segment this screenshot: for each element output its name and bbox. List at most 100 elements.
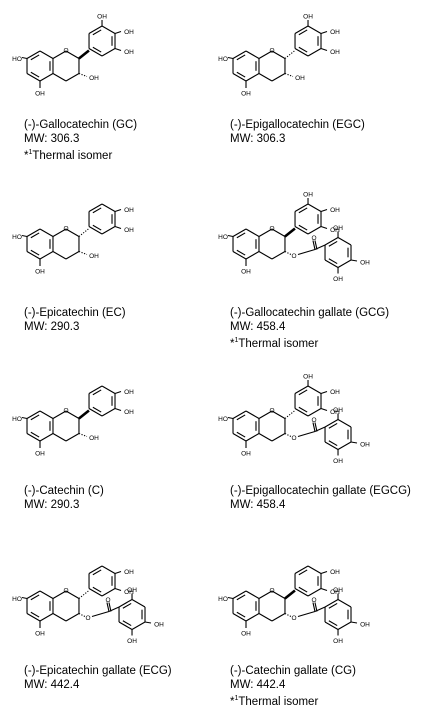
- bond: [271, 73, 286, 82]
- bond: [232, 590, 247, 599]
- double-bond: [298, 406, 308, 413]
- bond: [21, 234, 28, 238]
- double-bond: [30, 54, 40, 61]
- double-bond: [298, 586, 308, 593]
- bond: [320, 587, 328, 592]
- double-bond: [236, 232, 246, 239]
- atom-label: OH: [333, 458, 343, 465]
- double-bond: [298, 207, 308, 214]
- bond: [114, 208, 122, 213]
- bond: [78, 49, 90, 60]
- atom-label: O: [311, 597, 316, 604]
- bond: [52, 613, 67, 622]
- bond: [101, 226, 116, 235]
- atom-label: OH: [124, 227, 134, 234]
- bond: [65, 228, 80, 237]
- bond: [101, 385, 116, 394]
- bond: [271, 251, 286, 260]
- bond: [320, 390, 328, 395]
- bond: [284, 433, 292, 437]
- bond: [258, 73, 273, 82]
- bond: [101, 565, 116, 574]
- bond: [88, 25, 103, 34]
- double-bond: [30, 232, 40, 239]
- atom-label: OH: [127, 587, 137, 594]
- double-bond: [92, 224, 102, 231]
- atom-label: OH: [330, 207, 340, 214]
- bond: [232, 433, 247, 442]
- bond: [245, 228, 260, 237]
- bond: [245, 73, 260, 82]
- atom-label: OH: [360, 441, 370, 448]
- atom-label: OH: [89, 253, 99, 260]
- molecular-weight: MW: 306.3: [24, 133, 80, 145]
- atom-label: OH: [35, 630, 45, 637]
- bond: [307, 25, 322, 34]
- double-bond: [122, 602, 132, 609]
- bond: [39, 613, 54, 622]
- bond: [52, 251, 67, 260]
- bond: [324, 237, 339, 246]
- double-bond: [328, 440, 338, 447]
- bond: [52, 590, 67, 599]
- bond: [271, 433, 286, 442]
- compound-name: (-)-Gallocatechin gallate (GCG): [230, 307, 390, 319]
- bond: [106, 602, 110, 612]
- bond: [101, 203, 116, 212]
- double-bond: [236, 431, 246, 438]
- bond: [114, 225, 122, 230]
- bond: [232, 251, 247, 260]
- atom-label: O: [63, 225, 68, 232]
- double-bond: [298, 389, 308, 396]
- compound-name: (-)-Catechin gallate (CG): [230, 665, 356, 677]
- atom-label: OH: [360, 621, 370, 628]
- bond: [284, 410, 296, 419]
- double-bond: [298, 29, 308, 36]
- bond: [26, 251, 41, 260]
- bond: [245, 433, 260, 442]
- bond: [26, 410, 41, 419]
- bond: [294, 408, 309, 417]
- bond: [258, 433, 273, 442]
- double-bond: [30, 249, 40, 256]
- atom-label: HO: [218, 596, 228, 603]
- bond: [26, 228, 41, 237]
- bond: [65, 50, 80, 59]
- bond: [108, 606, 120, 613]
- atom-label: OH: [333, 638, 343, 645]
- bond: [78, 72, 88, 78]
- thermal-isomer-note: *1Thermal isomer: [24, 149, 113, 162]
- bond: [258, 228, 273, 237]
- atom-label: OH: [124, 49, 134, 56]
- compound-name: (-)-Epicatechin gallate (ECG): [24, 665, 172, 677]
- atom-label: OH: [124, 389, 134, 396]
- bond: [294, 48, 309, 57]
- bond: [21, 596, 28, 600]
- bond: [337, 237, 352, 246]
- atom-label: OH: [360, 259, 370, 266]
- bond: [314, 244, 326, 251]
- atom-label: OH: [330, 227, 340, 234]
- bond: [294, 203, 309, 212]
- bond: [271, 613, 286, 622]
- bond: [131, 621, 146, 630]
- atom-label: OH: [330, 589, 340, 596]
- atom-label: O: [105, 597, 110, 604]
- double-bond: [92, 586, 102, 593]
- bond: [294, 226, 309, 235]
- bond: [101, 48, 116, 57]
- atom-label: OH: [241, 268, 251, 275]
- bond: [118, 621, 133, 630]
- compound-name: (-)-Epigallocatechin gallate (EGCG): [230, 485, 411, 497]
- bond: [297, 430, 316, 438]
- bond: [314, 606, 326, 613]
- bond: [65, 433, 80, 442]
- bond: [52, 410, 67, 419]
- bond: [114, 570, 122, 575]
- bond: [294, 588, 309, 597]
- bond: [227, 234, 234, 238]
